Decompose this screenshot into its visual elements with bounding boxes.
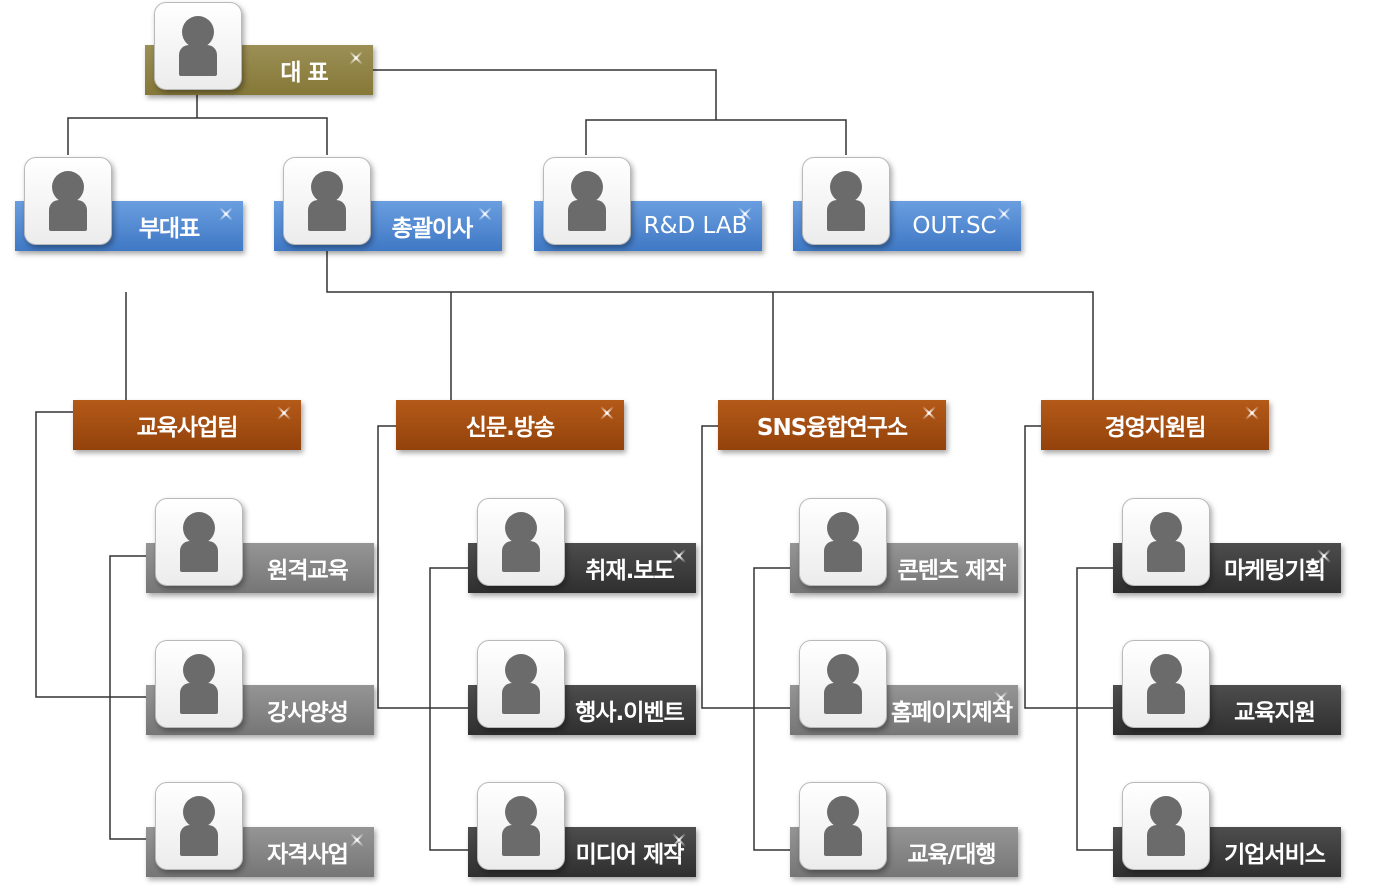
unit-label: 강사양성 bbox=[267, 700, 349, 726]
ceo-label: 대 표 bbox=[280, 60, 328, 86]
unit-label: 교육지원 bbox=[1234, 700, 1316, 726]
line-ceo-right bbox=[372, 69, 847, 155]
unit-label: 미디어 제작 bbox=[575, 842, 685, 868]
unit-bar: 미디어 제작 bbox=[468, 827, 696, 877]
unit-label: 취재.보도 bbox=[585, 558, 674, 584]
person-icon bbox=[283, 157, 371, 245]
person-icon bbox=[799, 782, 887, 870]
unit-label: 기업서비스 bbox=[1224, 842, 1326, 868]
team-label: 신문.방송 bbox=[465, 415, 555, 441]
person-icon bbox=[24, 157, 112, 245]
line-team1 bbox=[35, 411, 146, 840]
person-icon bbox=[1122, 782, 1210, 870]
unit-label: 홈페이지제작 bbox=[891, 700, 1013, 726]
team-label: 교육사업팀 bbox=[136, 415, 239, 441]
person-icon bbox=[543, 157, 631, 245]
team-bar-education: 교육사업팀 bbox=[73, 400, 301, 450]
unit-label: 마케팅기획 bbox=[1224, 558, 1326, 584]
person-icon bbox=[477, 498, 565, 586]
person-icon bbox=[154, 2, 242, 90]
unit-label: 원격교육 bbox=[267, 558, 349, 584]
unit-label: 교육/대행 bbox=[907, 842, 996, 868]
team-label: SNS융합연구소 bbox=[756, 415, 908, 441]
person-icon bbox=[155, 498, 243, 586]
person-icon bbox=[477, 782, 565, 870]
person-icon bbox=[799, 640, 887, 728]
person-icon bbox=[1122, 640, 1210, 728]
unit-label: 행사.이벤트 bbox=[575, 700, 685, 726]
team-label: 경영지원팀 bbox=[1104, 415, 1207, 441]
unit-label: 자격사업 bbox=[267, 842, 349, 868]
line-team3 bbox=[701, 425, 790, 851]
person-icon bbox=[799, 498, 887, 586]
unit-label: 콘텐츠 제작 bbox=[897, 558, 1007, 584]
team-bar-management: 경영지원팀 bbox=[1041, 400, 1269, 450]
person-icon bbox=[155, 640, 243, 728]
person-icon bbox=[802, 157, 890, 245]
level2-label: 총괄이사 bbox=[391, 216, 474, 242]
person-icon bbox=[477, 640, 565, 728]
line-ceo-left bbox=[67, 95, 328, 155]
level2-label: OUT.SC bbox=[912, 213, 997, 239]
level2-label: R&D LAB bbox=[643, 213, 748, 239]
line-team4 bbox=[1024, 425, 1113, 851]
team-bar-sns-lab: SNS융합연구소 bbox=[718, 400, 946, 450]
line-team2 bbox=[377, 425, 468, 851]
line-director-teams bbox=[125, 250, 1094, 400]
level2-label: 부대표 bbox=[138, 216, 200, 242]
person-icon bbox=[1122, 498, 1210, 586]
person-icon bbox=[155, 782, 243, 870]
team-bar-media: 신문.방송 bbox=[396, 400, 624, 450]
